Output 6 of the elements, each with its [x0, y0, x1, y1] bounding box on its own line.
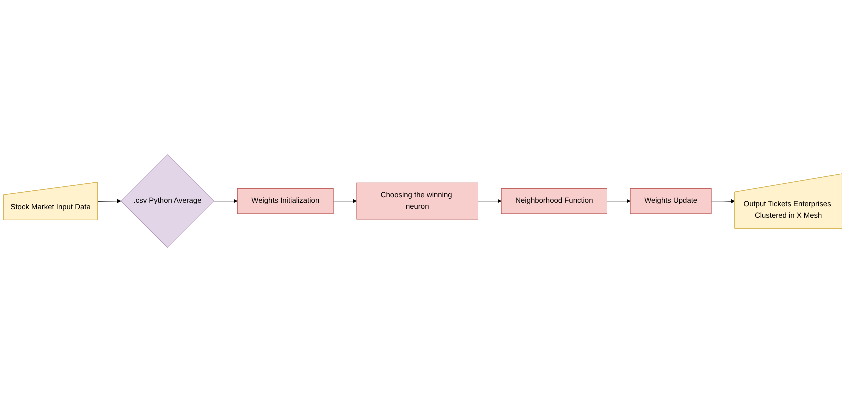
- arrow: [98, 199, 122, 204]
- arrow: [478, 199, 502, 204]
- arrow: [333, 199, 358, 204]
- arrow: [606, 199, 631, 204]
- arrow: [214, 199, 238, 204]
- arrow: [711, 200, 736, 204]
